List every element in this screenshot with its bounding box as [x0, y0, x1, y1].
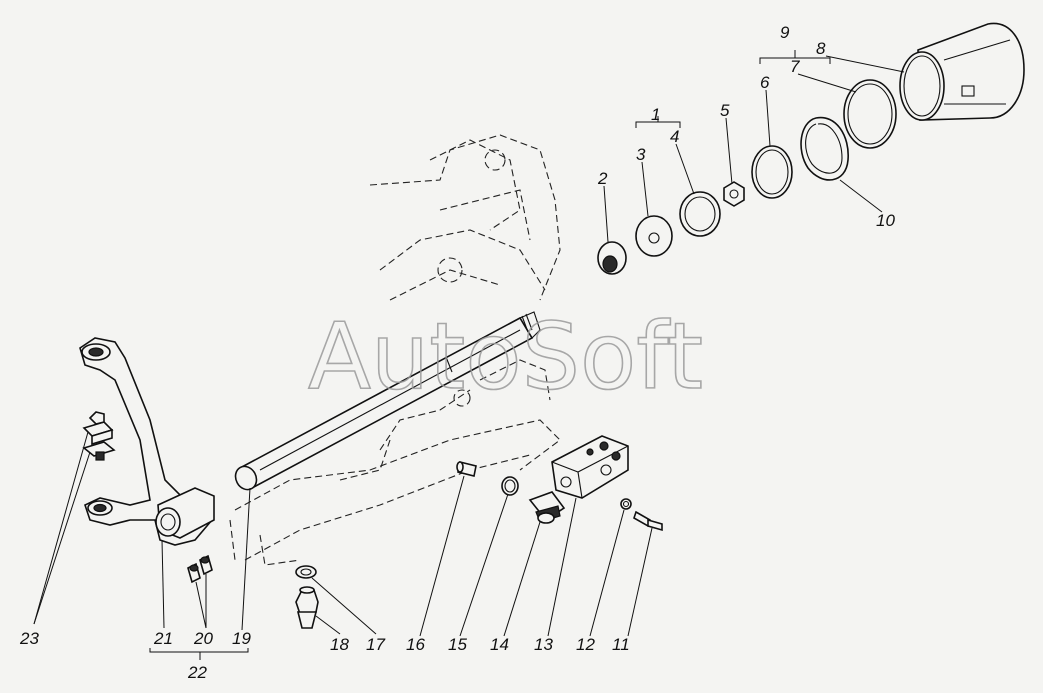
part-15-ring [501, 476, 519, 496]
part-4-seal [679, 191, 721, 237]
callout-20: 20 [193, 629, 213, 648]
callout-17: 17 [366, 635, 385, 654]
part-2-bushing [597, 241, 627, 275]
part-3-cup [635, 215, 673, 257]
callout-23: 23 [19, 629, 39, 648]
callout-3: 3 [636, 145, 646, 164]
callout-18: 18 [330, 635, 349, 654]
callout-15: 15 [448, 635, 467, 654]
part-18-plug [295, 586, 319, 629]
callout-12: 12 [576, 635, 595, 654]
part-12-washer [620, 498, 632, 510]
callout-10: 10 [876, 211, 895, 230]
callout-9: 9 [780, 23, 790, 42]
callout-2: 2 [597, 169, 608, 188]
watermark: AutoSoft [308, 303, 703, 410]
part-10-snap-ring [800, 116, 849, 181]
callout-16: 16 [406, 635, 425, 654]
callout-1: 1 [651, 105, 660, 124]
housing-outline [229, 134, 561, 566]
part-8-cylinder [899, 22, 1025, 121]
callout-7: 7 [790, 57, 800, 76]
callout-8: 8 [816, 39, 826, 58]
part-5-nut [723, 181, 745, 207]
part-16-pin [456, 461, 477, 477]
callout-5: 5 [720, 101, 730, 120]
part-11-bolt [633, 510, 663, 532]
part-23-keys [82, 411, 116, 461]
part-21-lever [79, 337, 215, 546]
callout-labels: 1 2 3 4 5 6 7 8 9 10 11 12 13 14 15 16 1… [19, 23, 895, 682]
part-19-shaft [234, 311, 541, 491]
part-17-washer [295, 565, 317, 579]
callout-4: 4 [670, 127, 679, 146]
callout-22: 22 [187, 663, 207, 682]
callout-13: 13 [534, 635, 553, 654]
leader-lines [33, 50, 905, 660]
callout-6: 6 [760, 73, 770, 92]
part-14-switch [528, 491, 566, 524]
callout-19: 19 [232, 629, 251, 648]
part-13-valve-block [551, 435, 629, 499]
part-20-fittings [187, 554, 213, 584]
callout-14: 14 [490, 635, 509, 654]
callout-21: 21 [153, 629, 173, 648]
part-6-ring [751, 145, 793, 199]
callout-11: 11 [612, 635, 630, 654]
part-7-ring [843, 79, 897, 149]
